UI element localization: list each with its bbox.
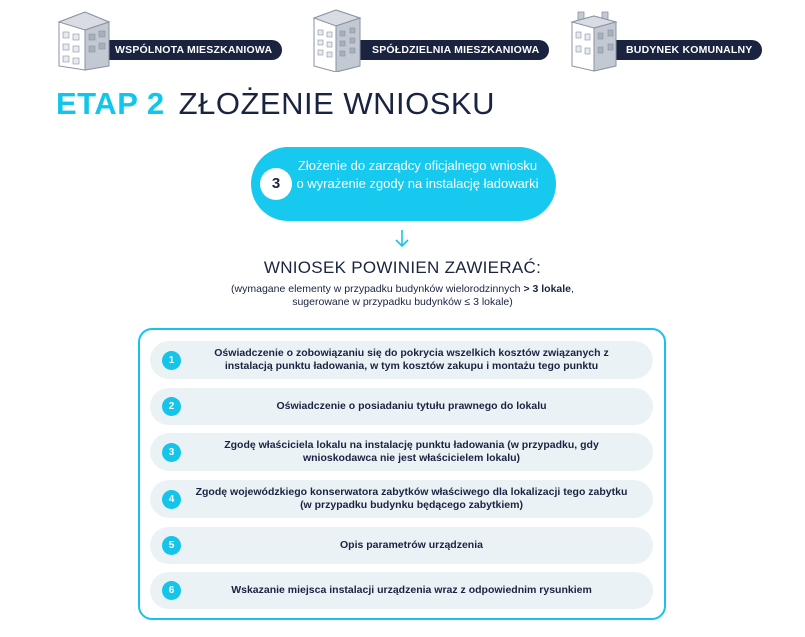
list-item: 6 Wskazanie miejsca instalacji urządzeni…: [150, 572, 653, 609]
item-number: 1: [162, 350, 181, 370]
tag-label: SPÓŁDZIELNIA MIESZKANIOWA: [358, 40, 550, 60]
stage-label: ETAP 2: [56, 86, 165, 121]
note-line2: sugerowane w przypadku budynków ≤ 3 loka…: [292, 296, 513, 308]
note-bold: > 3 lokale: [523, 283, 572, 295]
item-text: Zgodę właściciela lokalu na instalację p…: [224, 439, 599, 464]
item-text: Opis parametrów urządzenia: [340, 539, 483, 551]
item-text: Zgodę wojewódzkiego konserwatora zabytkó…: [195, 486, 628, 511]
arrow-down-icon: [395, 230, 409, 248]
item-number: 3: [162, 442, 181, 462]
step-text: Złożenie do zarządcy oficjalnego wniosku…: [296, 158, 539, 191]
section-title: WNIOSEK POWINIEN ZAWIERAĆ:: [263, 258, 542, 277]
tag-wspolnota: WSPÓLNOTA MIESZKANIOWA: [55, 8, 285, 72]
tower-block-icon: [312, 9, 362, 72]
tag-spoldzielnia: SPÓŁDZIELNIA MIESZKANIOWA: [308, 8, 550, 72]
requirements-box: [138, 328, 666, 620]
tag-label: BUDYNEK KOMUNALNY: [612, 40, 763, 60]
list-item: 4 Zgodę wojewódzkiego konserwatora zabyt…: [150, 480, 653, 518]
step-pill: 3 Złożenie do zarządcy oficjalnego wnios…: [251, 147, 556, 221]
municipal-building-icon: [570, 11, 618, 72]
page-title: ETAP 2 ZŁOŻENIE WNIOSKU: [56, 86, 495, 122]
item-number: 4: [162, 489, 181, 509]
item-text: Oświadczenie o zobowiązaniu się do pokry…: [214, 347, 609, 372]
note-prefix: (wymagane elementy w przypadku budynków …: [231, 283, 521, 295]
list-item: 5 Opis parametrów urządzenia: [150, 527, 653, 564]
tag-komunalny: BUDYNEK KOMUNALNY: [568, 8, 768, 72]
apartment-building-icon: [57, 11, 111, 71]
list-item: 2 Oświadczenie o posiadaniu tytułu prawn…: [150, 388, 653, 425]
stage-title: ZŁOŻENIE WNIOSKU: [178, 86, 495, 121]
item-number: 5: [162, 536, 181, 555]
section-note: (wymagane elementy w przypadku budynków …: [0, 283, 805, 309]
list-item: 3 Zgodę właściciela lokalu na instalację…: [150, 433, 653, 471]
item-number: 6: [162, 581, 181, 600]
note-suffix: ,: [571, 283, 574, 295]
step-number: 3: [260, 168, 292, 200]
item-text: Oświadczenie o posiadaniu tytułu prawneg…: [276, 400, 547, 412]
list-item: 1 Oświadczenie o zobowiązaniu się do pok…: [150, 341, 653, 379]
item-number: 2: [162, 397, 181, 416]
tag-label: WSPÓLNOTA MIESZKANIOWA: [101, 40, 283, 60]
item-text: Wskazanie miejsca instalacji urządzenia …: [231, 584, 592, 596]
